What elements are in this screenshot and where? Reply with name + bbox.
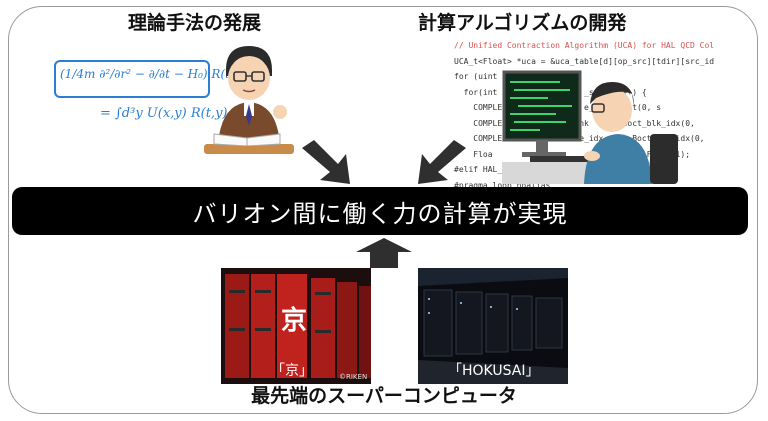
kei-supercomputer-photo: 京 「京」 ©RIKEN <box>221 268 371 384</box>
equation-bracket <box>54 60 210 98</box>
kei-caption: 「京」 <box>271 363 313 379</box>
arrow-down-right-icon <box>302 140 350 184</box>
code-line: // Unified Contraction Algorithm (UCA) f… <box>454 41 714 50</box>
hokusai-supercomputer-photo: 「HOKUSAI」 <box>418 268 568 384</box>
code-line: UCA_t<Float> *uca = &uca_table[d][op_src… <box>454 56 714 66</box>
result-banner: バリオン間に働く力の計算が実現 <box>12 187 748 235</box>
programmer-icon <box>502 70 678 184</box>
theory-heading: 理論手法の発展 <box>128 12 262 34</box>
supercomputer-label: 最先端のスーパーコンピュータ <box>251 385 517 407</box>
notebook-icon <box>213 133 281 146</box>
arrow-up-icon <box>356 238 412 268</box>
photo-credit: ©RIKEN <box>339 373 368 381</box>
theory-illustration: (1/4m ∂²/∂r² − ∂/∂t − H₀) R(t,x) = ∫d³y … <box>54 40 294 180</box>
desk <box>204 144 294 154</box>
hokusai-caption: 「HOKUSAI」 <box>448 363 540 379</box>
code-line: #pragma loop noalias <box>454 180 551 190</box>
outer-frame <box>8 6 758 414</box>
arrow-down-left-icon <box>418 140 466 184</box>
algorithm-heading: 計算アルゴリズムの開発 <box>418 12 627 34</box>
kei-racks-image <box>221 268 371 384</box>
hokusai-racks-image <box>418 268 568 384</box>
kei-glyph: 京 <box>281 306 308 336</box>
equation-line-2: = ∫d³y U(x,y) R(t,y) <box>100 106 228 121</box>
banner-text: バリオン間に働く力の計算が実現 <box>192 199 568 228</box>
equation-line-1: (1/4m ∂²/∂r² − ∂/∂t − H₀) R(t,x) <box>60 67 246 81</box>
code-line: #elif HAL_ <box>454 165 503 174</box>
